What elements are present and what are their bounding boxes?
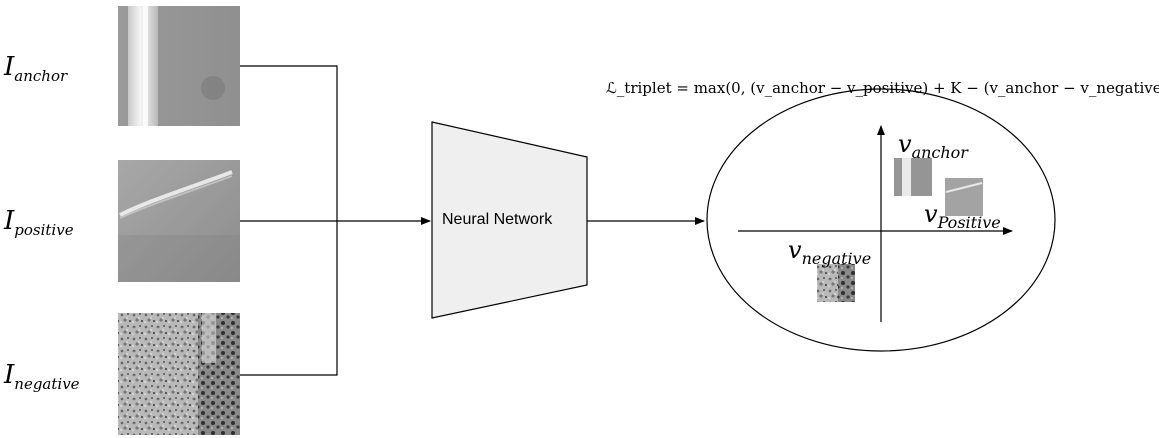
negative-thumbnail xyxy=(817,264,855,302)
negative-image xyxy=(118,313,240,435)
negative-embedding-label: vnegative xyxy=(788,236,871,268)
triplet-loss-formula: ℒ_triplet = max(0, (v_anchor − v_positiv… xyxy=(606,79,1159,97)
neural-network-label: Neural Network xyxy=(442,211,553,228)
negative-input-subscript: negative xyxy=(14,375,80,393)
anchor-image xyxy=(118,6,240,126)
positive-input-symbol: I xyxy=(4,206,15,236)
negative-input-label: Inegative xyxy=(4,360,80,393)
negative-input-symbol: I xyxy=(4,360,15,390)
anchor-input-symbol: I xyxy=(4,52,15,82)
positive-thumbnail xyxy=(945,178,983,216)
positive-embedding-symbol: v xyxy=(924,200,938,228)
positive-embedding-label: vPositive xyxy=(924,200,1001,232)
positive-input-subscript: positive xyxy=(14,221,74,239)
embedding-space-ellipse xyxy=(706,88,1056,352)
negative-embedding-symbol: v xyxy=(788,236,802,264)
anchor-input-label: Ianchor xyxy=(4,52,68,85)
anchor-embedding-label: vanchor xyxy=(898,130,968,162)
positive-embedding-subscript: Positive xyxy=(937,213,1001,232)
negative-embedding-subscript: negative xyxy=(801,249,872,268)
positive-image xyxy=(118,160,240,282)
positive-input-label: Ipositive xyxy=(4,206,74,239)
anchor-input-subscript: anchor xyxy=(14,67,68,85)
anchor-embedding-symbol: v xyxy=(898,130,912,158)
anchor-embedding-subscript: anchor xyxy=(911,143,968,162)
neural-network-block xyxy=(431,121,588,319)
anchor-thumbnail xyxy=(894,158,932,196)
connector-lines xyxy=(240,65,431,376)
